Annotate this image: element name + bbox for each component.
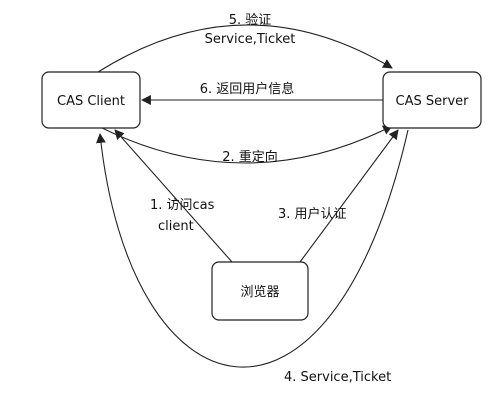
node-cas-server-label: CAS Server [396, 94, 470, 109]
edge-step3-arrow [299, 129, 399, 263]
edge-step1-label-line2: client [158, 219, 194, 234]
edge-step5-label-line2: Service,Ticket [205, 32, 296, 47]
node-cas-client-label: CAS Client [57, 94, 125, 109]
edge-step2-arrow [97, 125, 393, 164]
edge-step5-label-line1: 5. 验证 [229, 12, 272, 28]
edge-step5-arrow [97, 24, 393, 73]
node-cas-client: CAS Client [41, 71, 141, 129]
edge-step2-label: 2. 重定向 [222, 149, 278, 165]
edge-step4-arrow [96, 129, 409, 368]
edge-step3-label: 3. 用户认证 [278, 206, 347, 222]
edge-step1-arrow [114, 129, 233, 263]
node-browser-label: 浏览器 [240, 284, 279, 300]
edge-step1-label-line1: 1. 访问cas [150, 198, 215, 213]
node-browser: 浏览器 [211, 261, 309, 321]
edge-step6-label: 6. 返回用户信息 [200, 81, 295, 97]
node-cas-server: CAS Server [382, 71, 482, 129]
edge-step4-label: 4. Service,Ticket [284, 370, 391, 385]
